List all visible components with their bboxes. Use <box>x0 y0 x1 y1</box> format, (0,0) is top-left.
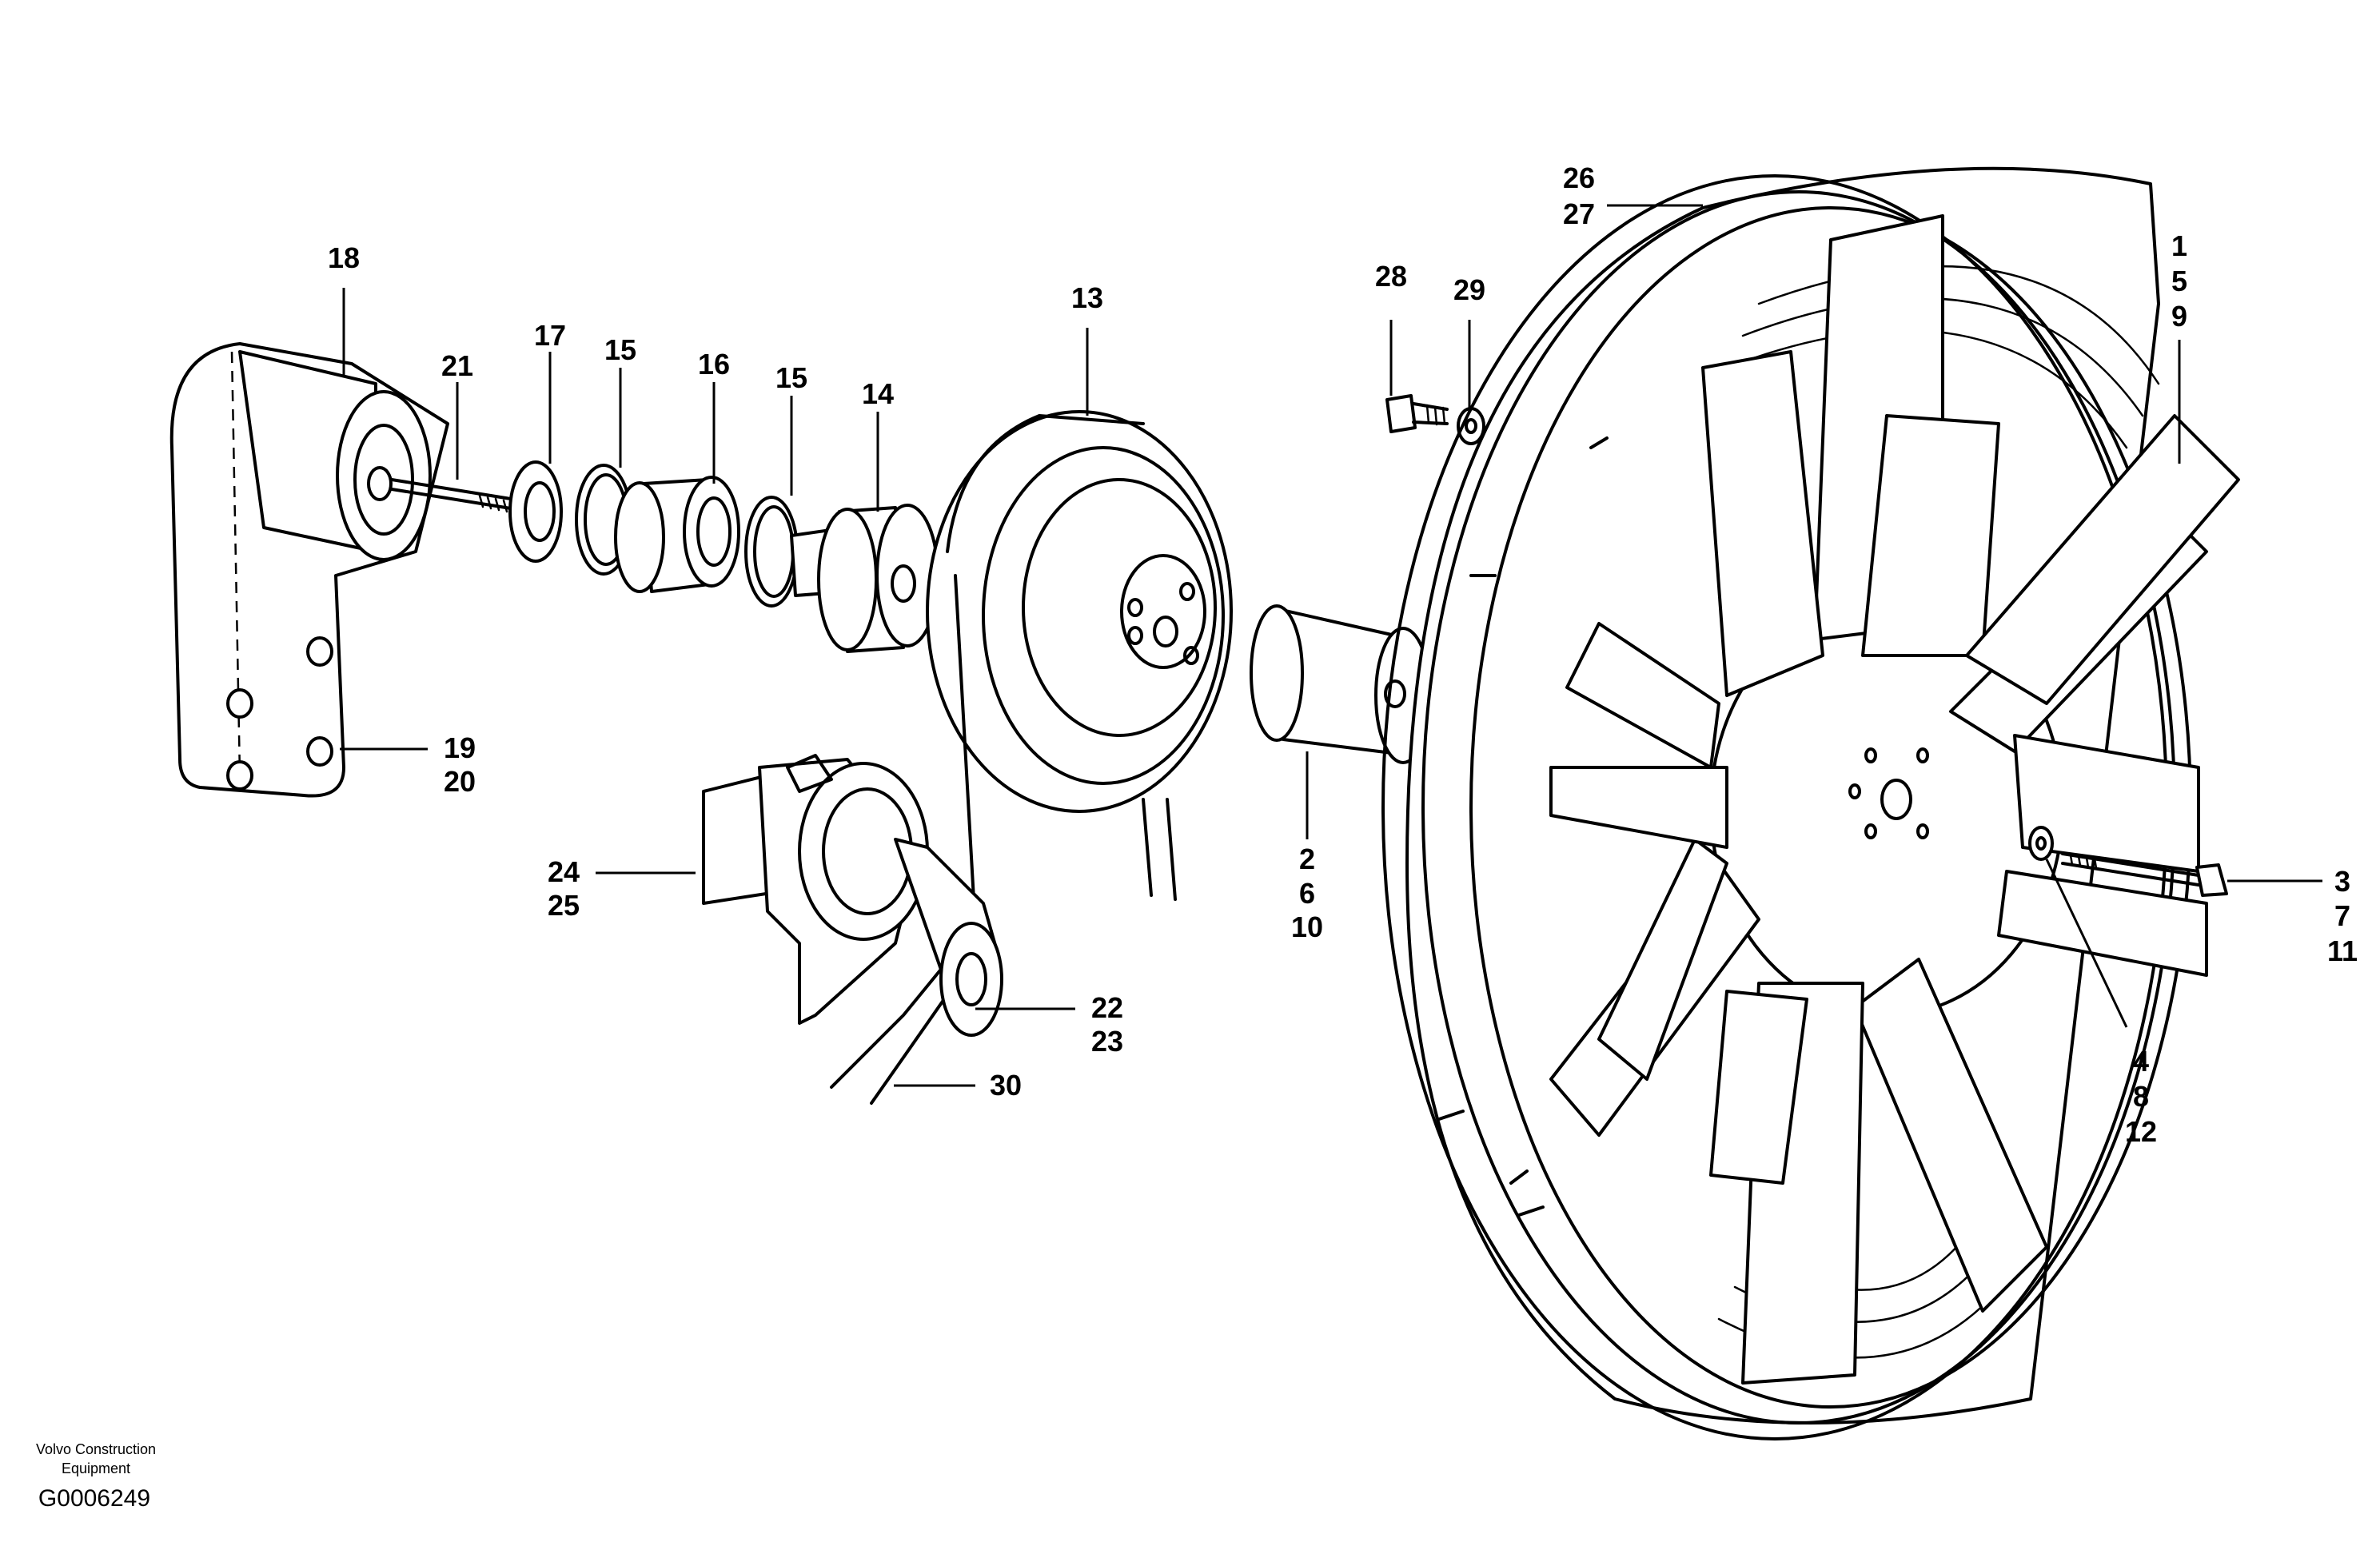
label-15-right: 15 <box>775 361 807 394</box>
leader-lines <box>340 204 2322 1087</box>
bolt-part-3 <box>2061 852 2228 897</box>
label-29: 29 <box>1453 273 1485 306</box>
pulley-wheel-part-22 <box>939 922 1003 1037</box>
spacer-part-2 <box>1250 604 1432 764</box>
shaft-bolt-part-21 <box>390 478 517 513</box>
brand-line-1: Volvo Construction <box>36 1441 156 1457</box>
washer-part-4 <box>2028 826 2054 861</box>
drawing-code: G0006249 <box>38 1485 150 1512</box>
label-10: 10 <box>1291 910 1323 943</box>
label-17: 17 <box>534 319 566 352</box>
label-26: 26 <box>1563 161 1595 194</box>
label-7: 7 <box>2334 899 2350 932</box>
hub-part-14 <box>790 504 939 653</box>
label-2: 2 <box>1299 843 1315 875</box>
label-13: 13 <box>1071 281 1103 314</box>
brand-line-2: Equipment <box>62 1460 130 1476</box>
bracket-part-18 <box>169 342 449 798</box>
label-18: 18 <box>328 241 360 274</box>
label-23: 23 <box>1091 1025 1123 1058</box>
label-6: 6 <box>1299 877 1315 910</box>
label-21: 21 <box>441 349 473 382</box>
label-11: 11 <box>2327 934 2358 967</box>
label-14: 14 <box>862 377 894 410</box>
label-19: 19 <box>444 731 476 764</box>
snap-ring-part-15-right <box>744 496 799 608</box>
label-28: 28 <box>1375 260 1407 293</box>
fan-blades-part-1 <box>1549 214 2240 1385</box>
label-5: 5 <box>2171 265 2187 297</box>
label-4: 4 <box>2133 1045 2149 1078</box>
pulley-part-13 <box>926 410 1233 813</box>
label-25: 25 <box>548 889 580 922</box>
label-27: 27 <box>1563 197 1595 230</box>
label-16: 16 <box>698 348 730 381</box>
screw-part-28 <box>1385 394 1449 433</box>
bearing-part-16 <box>614 476 740 593</box>
label-12: 12 <box>2125 1115 2157 1148</box>
part-labels: 18 21 17 15 16 15 14 13 19 20 24 25 22 2… <box>328 161 2358 1148</box>
label-1: 1 <box>2171 229 2187 262</box>
washer-part-29 <box>1457 407 1485 445</box>
label-9: 9 <box>2171 300 2187 333</box>
label-20: 20 <box>444 765 476 798</box>
label-8: 8 <box>2133 1080 2149 1113</box>
label-3: 3 <box>2334 865 2350 898</box>
label-15-left: 15 <box>604 333 636 366</box>
footer: Volvo Construction Equipment G0006249 <box>36 1441 156 1512</box>
label-30: 30 <box>990 1069 1022 1102</box>
label-24: 24 <box>548 855 580 888</box>
label-22: 22 <box>1091 991 1123 1024</box>
washer-part-17 <box>508 460 563 563</box>
